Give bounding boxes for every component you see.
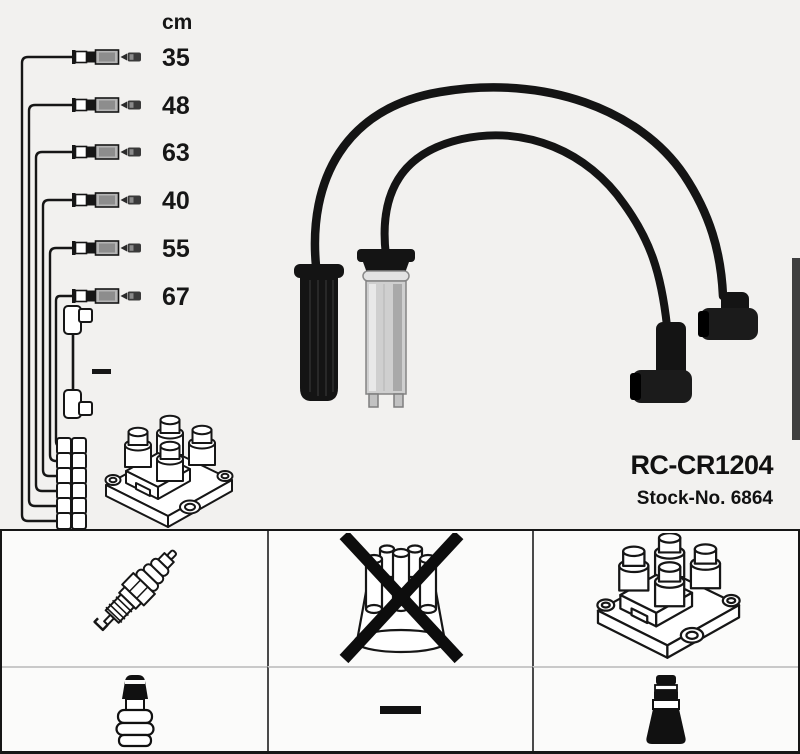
cell-coil-boot (532, 666, 798, 751)
cable-end-icon (71, 49, 142, 304)
ignition-coil-pack-icon (596, 533, 741, 659)
dash-icon (380, 705, 421, 714)
cell-distributor-cap-crossed (267, 531, 532, 666)
stock-number: Stock-No. 6864 (636, 488, 773, 509)
unit-header: cm (162, 11, 193, 34)
elbow-boot-upper (698, 292, 758, 340)
cell-plug-boot (2, 666, 267, 751)
part-number: RC-CR1204 (630, 450, 773, 480)
cable-length-label: 67 (162, 283, 190, 311)
cable-length-label: 35 (162, 44, 190, 72)
cable-length-label: 48 (162, 92, 190, 120)
distributor-cap-crossed-icon (339, 533, 463, 664)
elbow-boot-lower (630, 322, 692, 403)
coil-side-boot-icon (646, 674, 686, 744)
spark-plug-icon (92, 549, 177, 632)
cell-spark-plug (2, 531, 267, 666)
application-grid (0, 529, 800, 754)
cable-routing-lines (20, 55, 72, 523)
ignition-coil-pack-icon (104, 414, 234, 528)
diagram-and-photo (20, 49, 758, 529)
plug-boot-straight (294, 264, 344, 401)
heat-shield-sleeve-boot (357, 249, 415, 408)
cell-dash (267, 666, 532, 751)
plug-side-boot-icon (114, 674, 155, 747)
cable-length-label: 63 (162, 139, 190, 167)
ignition-cable-outer (310, 83, 728, 301)
ignition-cable-inner (380, 131, 671, 330)
ignition-cable-set-photo (294, 83, 758, 408)
cable-length-label: 40 (162, 187, 190, 215)
cell-ignition-coil (532, 531, 798, 666)
jumper-no-length-dash-icon (92, 369, 111, 374)
cable-length-label: 55 (162, 235, 190, 263)
product-identification: RC-CR1204 Stock-No. 6864 (630, 451, 773, 510)
coil-jumper-cable-icon (63, 305, 93, 419)
photo-edge-shadow (792, 258, 800, 440)
coil-connector-bank-icon (56, 437, 87, 529)
